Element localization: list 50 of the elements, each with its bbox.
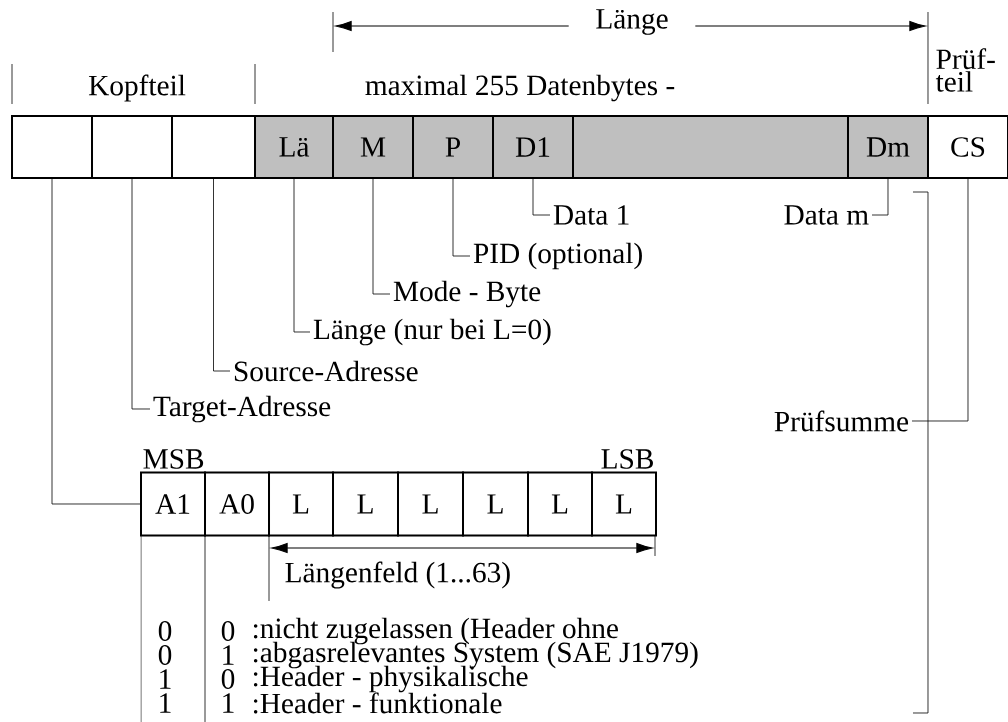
section-label: maximal 255 Datenbytes - bbox=[365, 74, 675, 102]
byte-cell: M bbox=[332, 115, 414, 179]
table-text: 1 bbox=[160, 669, 171, 689]
leader-line bbox=[213, 178, 231, 372]
leader-line bbox=[293, 178, 311, 333]
section-label: Prüf- teil bbox=[935, 48, 995, 92]
leader-line bbox=[51, 178, 141, 505]
byte-cell bbox=[171, 115, 256, 179]
byte-cell: P bbox=[412, 115, 494, 179]
annotation-text: PID (optional) bbox=[473, 242, 642, 270]
bit-cell: L bbox=[591, 471, 657, 537]
table-text: 0 bbox=[158, 645, 172, 665]
leader-line bbox=[131, 178, 151, 410]
leader-line bbox=[532, 178, 551, 216]
byte-cell bbox=[91, 115, 173, 179]
annotation-text: Länge (nur bei L=0) bbox=[313, 318, 551, 346]
byte-cell: CS bbox=[927, 115, 1008, 179]
annotation-text: Data m bbox=[784, 205, 869, 225]
bit-cell: L bbox=[527, 471, 593, 537]
table-text: :Header - funktionale bbox=[253, 692, 502, 714]
annotation-text: Prüfsumme bbox=[774, 410, 909, 432]
annotation-text: Target-Adresse bbox=[153, 395, 331, 423]
bit-cell: L bbox=[268, 471, 334, 537]
bit-cell: A0 bbox=[204, 471, 270, 537]
leader-line bbox=[871, 178, 889, 216]
bit-cell: L bbox=[332, 471, 399, 537]
byte-cell: Lä bbox=[254, 115, 334, 179]
annotation-text: Source-Adresse bbox=[234, 360, 418, 382]
bit-label: LSB bbox=[601, 449, 653, 469]
bit-label: MSB bbox=[143, 449, 204, 469]
table-text: 1 bbox=[160, 693, 171, 713]
bit-cell: L bbox=[462, 471, 529, 537]
annotation-text: Data 1 bbox=[553, 205, 629, 225]
bit-cell: A1 bbox=[140, 471, 206, 537]
byte-cell bbox=[11, 115, 93, 179]
table-text: 1 bbox=[223, 693, 234, 713]
leader-line bbox=[452, 178, 471, 257]
table-text: 0 bbox=[221, 669, 235, 689]
leader-line bbox=[372, 178, 391, 295]
byte-cell: Dm bbox=[847, 115, 929, 179]
bit-cell: L bbox=[397, 471, 464, 537]
table-text: 0 bbox=[158, 621, 172, 641]
dimension-label: Länge bbox=[568, 7, 696, 37]
byte-cell: D1 bbox=[492, 115, 574, 179]
table-text: 1 bbox=[223, 645, 234, 665]
annotation-text: Mode - Byte bbox=[393, 280, 541, 308]
section-label: Kopfteil bbox=[88, 74, 186, 102]
table-text: 0 bbox=[221, 621, 235, 641]
dimension-label: Längenfeld (1...63) bbox=[285, 561, 510, 589]
leader-line bbox=[911, 178, 969, 422]
